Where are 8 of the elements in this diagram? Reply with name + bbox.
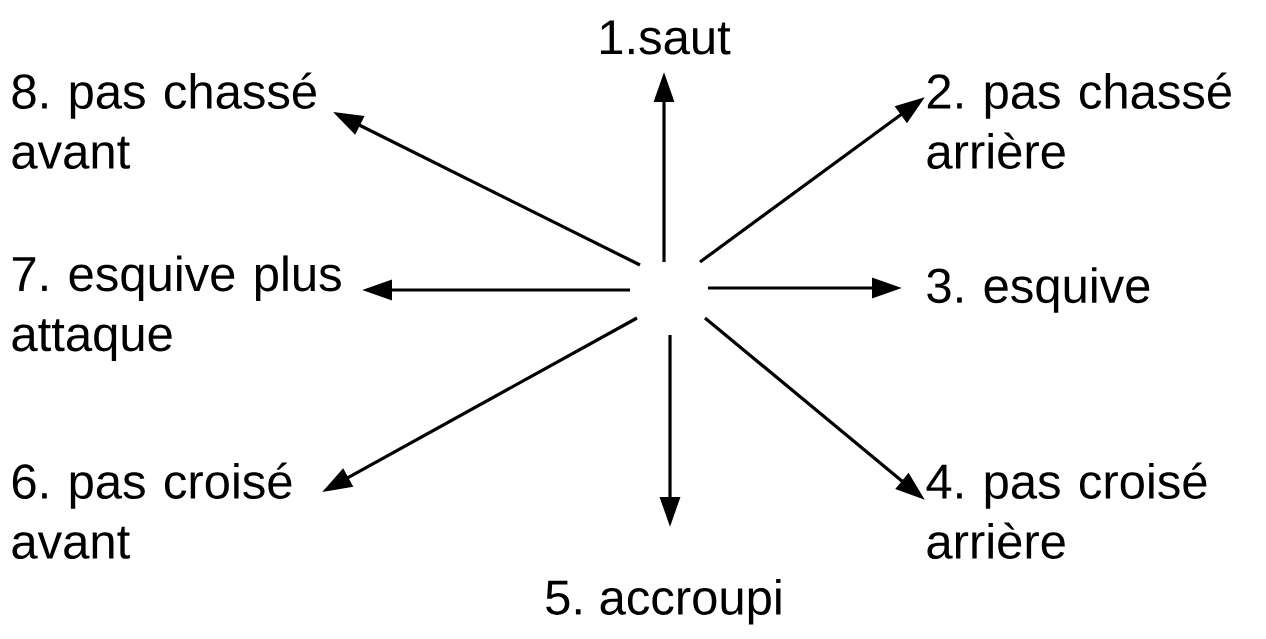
direction-label: 3. esquive (927, 267, 1150, 313)
direction-label: 2. pas chassé arrière (927, 72, 1231, 169)
direction-label: 1.saut (601, 20, 731, 55)
direction-label: 7. esquive plus attaque (12, 255, 341, 362)
direction-label: 4. pas croisé arrière (926, 462, 1207, 559)
direction-label: 6. pas croisé avant (12, 462, 292, 559)
direction-label: 5. accroupi (546, 578, 781, 625)
direction-label: 8. pas chassé avant (12, 72, 316, 169)
